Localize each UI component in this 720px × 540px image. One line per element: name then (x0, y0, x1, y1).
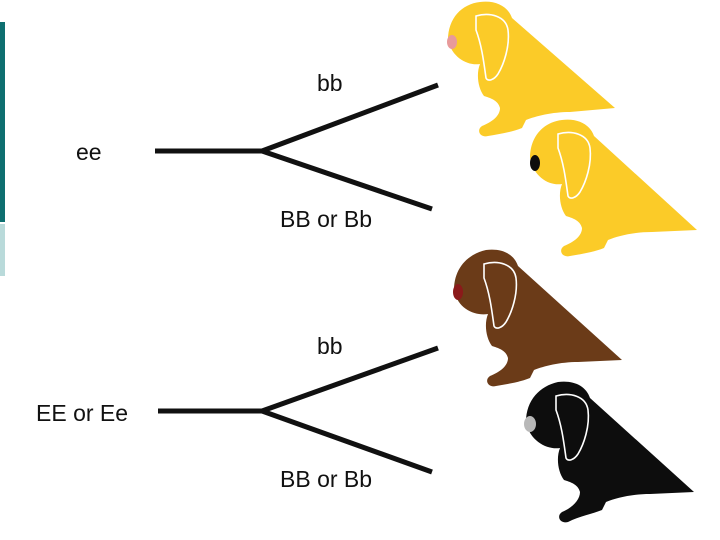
branch-1-lower-arm (261, 148, 433, 212)
genotype-b-upper-label: bb (317, 70, 343, 96)
yellow-dog-black-nose-icon (530, 119, 697, 257)
branch-1-upper-arm (261, 82, 439, 154)
accent-bar-top (0, 22, 5, 222)
genotype-b-lower-label: BB or Bb (280, 206, 373, 232)
accent-bar-bottom (0, 224, 5, 276)
genotype-b-lower-label: BB or Bb (280, 466, 373, 492)
branch-2-lines (158, 345, 439, 475)
branch-1-lines (155, 82, 439, 212)
branch-2-lower-arm (261, 408, 433, 475)
black-dog-grey-nose-icon (524, 381, 694, 523)
genotype-e-label: ee (76, 139, 102, 165)
yellow-dog-pink-nose-icon (447, 1, 615, 137)
genotype-b-upper-label: bb (317, 333, 343, 359)
genotype-e-label: EE or Ee (36, 400, 129, 426)
brown-dog-red-nose-icon (453, 249, 622, 387)
branch-2-upper-arm (261, 345, 439, 414)
